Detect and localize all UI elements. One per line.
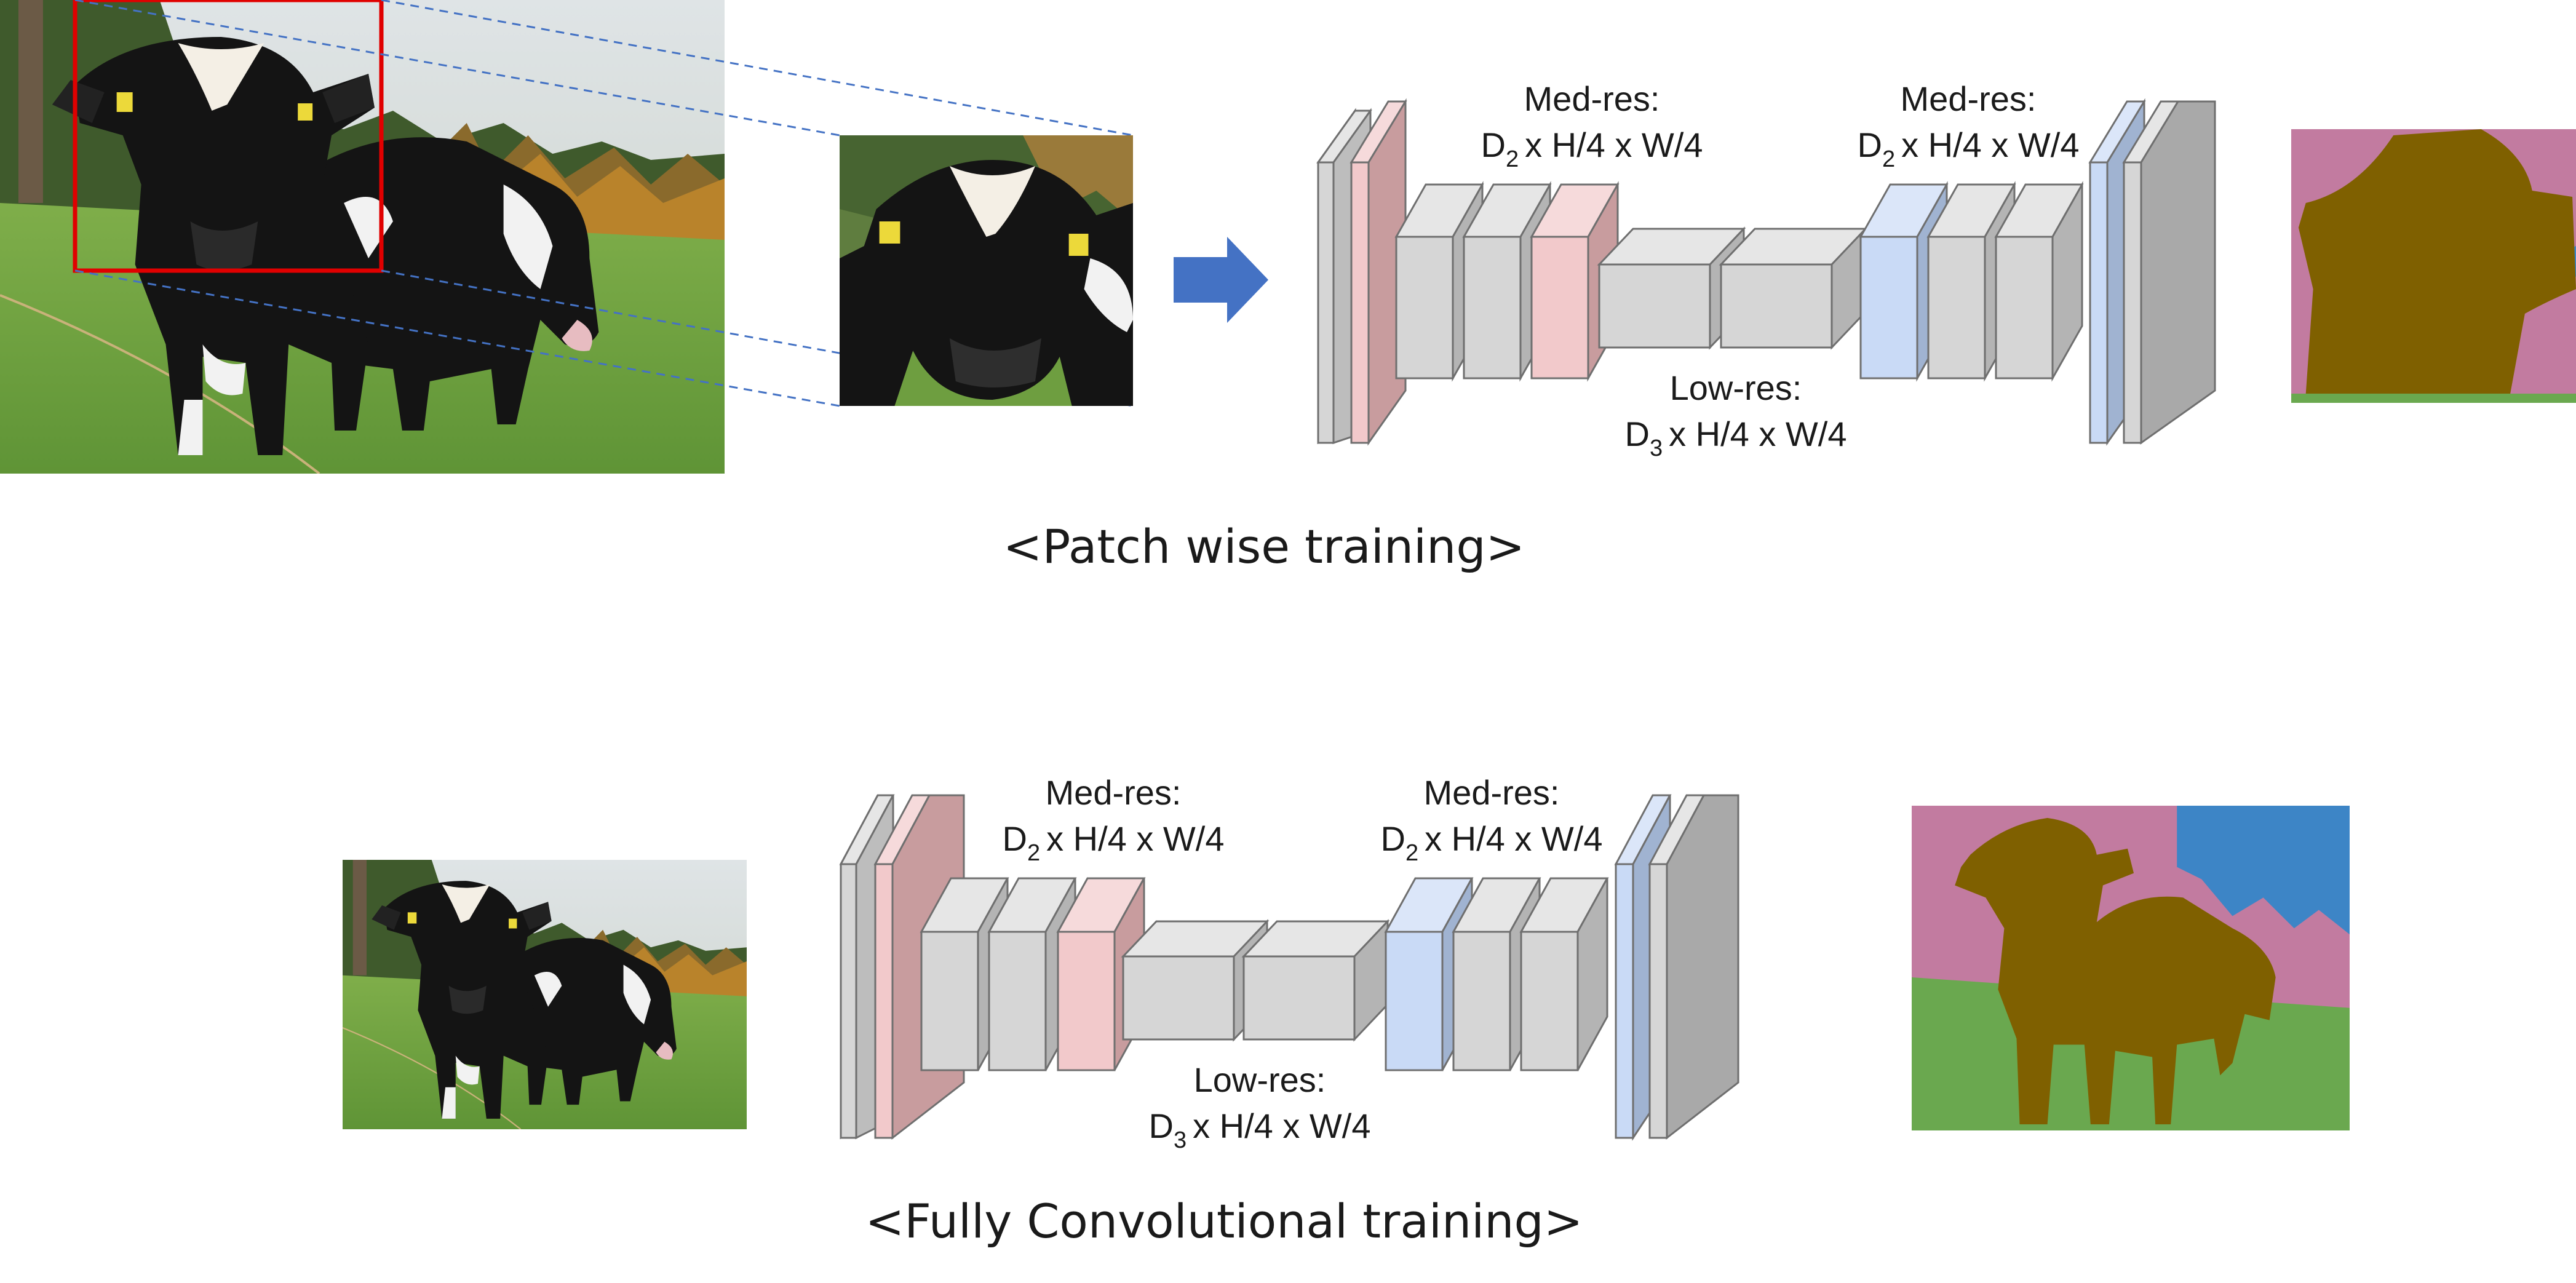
med-res-title: Med-res: <box>1046 773 1182 812</box>
med-res-title: Med-res: <box>1524 79 1660 118</box>
output-segmentation-patch <box>2291 129 2576 403</box>
crop-box <box>73 0 384 273</box>
output-segmentation-full <box>1912 806 2350 1130</box>
cropped-patch-photo <box>840 135 1133 406</box>
med-res-blocks-left <box>1394 181 1620 382</box>
low-res-title: Low-res: <box>1670 368 1802 407</box>
network-diagram-bottom <box>839 794 1739 1141</box>
low-res-title: Low-res: <box>1194 1060 1326 1099</box>
network-diagram-top <box>1316 98 2216 446</box>
input-photo-small <box>343 860 747 1129</box>
med-res-blocks-right <box>1859 181 2084 382</box>
med-res-title: Med-res: <box>1901 79 2037 118</box>
med-res-blocks-right <box>1384 877 1609 1071</box>
med-res-blocks-left <box>920 877 1146 1071</box>
input-photo-full <box>0 0 725 474</box>
output-layer-block <box>2122 100 2216 445</box>
low-res-blocks <box>1121 919 1390 1042</box>
output-layer-block <box>1648 794 1739 1140</box>
arrow-right-icon <box>1174 237 1268 323</box>
low-res-blocks <box>1597 226 1868 350</box>
patch-wise-section: Med-res: D2x H/4 x W/4 Med-res: D2x H/4 … <box>0 0 2576 574</box>
caption-fully-conv: <Fully Convolutional training> <box>865 1194 1583 1249</box>
caption-patch-wise: <Patch wise training> <box>1003 519 1525 574</box>
med-res-title: Med-res: <box>1424 773 1560 812</box>
